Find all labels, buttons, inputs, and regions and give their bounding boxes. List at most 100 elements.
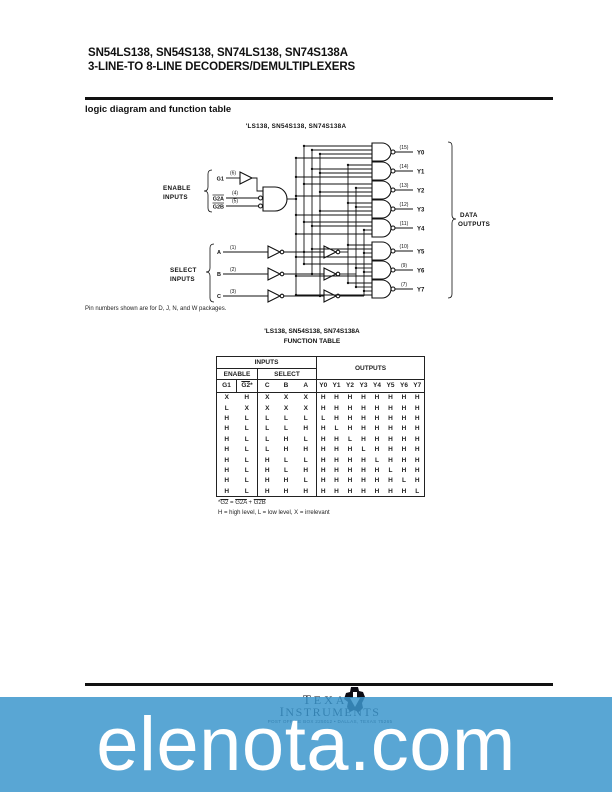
table-cell: H — [401, 435, 407, 443]
table-cell: H — [361, 487, 366, 495]
table-cell: H — [283, 477, 289, 485]
select-input-label: C — [217, 294, 221, 300]
column-header: Y2 — [343, 379, 357, 393]
pin-number: (13) — [400, 183, 409, 189]
junction-dot — [362, 289, 366, 293]
table-cell: H — [316, 475, 330, 487]
pin-number: (11) — [400, 221, 409, 227]
table-cell: L — [257, 434, 277, 445]
table-cell: H — [374, 435, 380, 443]
table-cell: X — [257, 392, 277, 403]
table-cell: H — [414, 477, 420, 485]
output-gate: (10) Y5 — [294, 241, 425, 261]
table-cell: H — [401, 456, 407, 464]
junction-dot — [354, 285, 358, 289]
table-cell: H — [244, 394, 250, 402]
pin-number: (2) — [230, 267, 236, 273]
junction-dot — [310, 272, 314, 276]
junction-dot — [362, 251, 366, 255]
inverter-bubble — [335, 271, 341, 277]
logic-diagram: 'LS138, SN54S138, SN74S138A ENABLE INPUT… — [163, 123, 490, 303]
table-cell: H — [374, 414, 380, 422]
table-cell: H — [347, 404, 353, 412]
table-cell: H — [334, 435, 339, 443]
select-input-row: B (2) — [217, 267, 356, 281]
pin-number: (5) — [232, 199, 238, 205]
table-cell: H — [388, 456, 393, 464]
table-cell: H — [347, 414, 353, 422]
column-header: Y1 — [329, 379, 344, 393]
junction-dot — [294, 255, 298, 259]
table-cell: H — [303, 487, 309, 495]
junction-dot — [318, 152, 322, 156]
table-cell: H — [388, 414, 393, 422]
table-cell: L — [415, 487, 420, 495]
select-group-label-1: SELECT — [170, 267, 197, 274]
table-cell: H — [347, 446, 353, 454]
watermark-banner[interactable]: elenota.com — [0, 697, 612, 792]
table-cell: L — [284, 466, 288, 474]
column-header: Y3 — [356, 379, 371, 393]
pin-number: (7) — [401, 282, 407, 288]
junction-dot — [294, 213, 298, 217]
table-cell: L — [257, 413, 277, 424]
watermark-text[interactable]: elenota.com — [96, 702, 516, 787]
table-cell: L — [224, 404, 229, 412]
enable-header: ENABLE — [216, 368, 258, 380]
output-label: Y5 — [417, 250, 425, 256]
junction-dot — [346, 243, 350, 247]
pin-number: (10) — [400, 244, 409, 250]
output-gate: (12)Y3 — [294, 199, 425, 219]
select-brace — [205, 243, 215, 303]
table-cell: H — [303, 446, 309, 454]
output-label: Y0 — [417, 151, 425, 157]
junction-dot — [354, 266, 358, 270]
table-cell: H — [224, 456, 230, 464]
table-cell: H — [224, 466, 230, 474]
table-cell: H — [374, 487, 380, 495]
table-cell: H — [347, 456, 353, 464]
output-gates: (15)Y0(14)Y1(13)Y2(12)Y3(11)Y4(10)Y5(9)Y… — [294, 142, 425, 299]
inverter-bubble — [390, 168, 396, 174]
table-cell: H — [374, 394, 380, 402]
table-cell: X — [224, 394, 229, 402]
enable-input-label: G2B — [213, 205, 224, 211]
table-cell: L — [257, 444, 277, 455]
table-cell: H — [334, 456, 339, 464]
pin-footnote: Pin numbers shown are for D, J, N, and W… — [85, 306, 227, 312]
table-cell: H — [414, 446, 420, 454]
table-cell: H — [224, 446, 230, 454]
inverter-gate — [323, 245, 338, 259]
diagram-title: 'LS138, SN54S138, SN74S138A — [246, 123, 347, 130]
pin-number: (14) — [400, 164, 409, 170]
table-cell: H — [361, 404, 366, 412]
table-cell: H — [316, 423, 330, 435]
table-cell: X — [257, 402, 277, 414]
table-cell: H — [414, 394, 420, 402]
output-label: Y6 — [417, 269, 425, 275]
table-cell: H — [374, 425, 380, 433]
select-rows: A(1)B(2)C(3) — [217, 245, 364, 303]
column-header: B — [276, 379, 296, 393]
doc-title-line2: 3-LINE-TO 8-LINE DECODERS/DEMULTIPLEXERS — [88, 61, 356, 73]
junction-dot — [294, 293, 298, 297]
table-cell: H — [257, 486, 277, 497]
table-cell: H — [224, 477, 230, 485]
junction-dot — [302, 144, 306, 148]
table-cell: L — [303, 435, 308, 443]
table-cell: H — [401, 487, 407, 495]
table-cell: H — [283, 446, 289, 454]
output-label: Y7 — [417, 288, 425, 294]
junction-dot — [310, 224, 314, 228]
junction-dot — [310, 247, 314, 251]
table-cell: H — [401, 414, 407, 422]
junction-dot — [294, 232, 298, 236]
table-cell: H — [388, 446, 393, 454]
inverter-bubble — [279, 249, 285, 255]
select-input-label: B — [217, 272, 221, 278]
table-cell: H — [316, 402, 330, 414]
buffer-gate — [239, 171, 254, 185]
